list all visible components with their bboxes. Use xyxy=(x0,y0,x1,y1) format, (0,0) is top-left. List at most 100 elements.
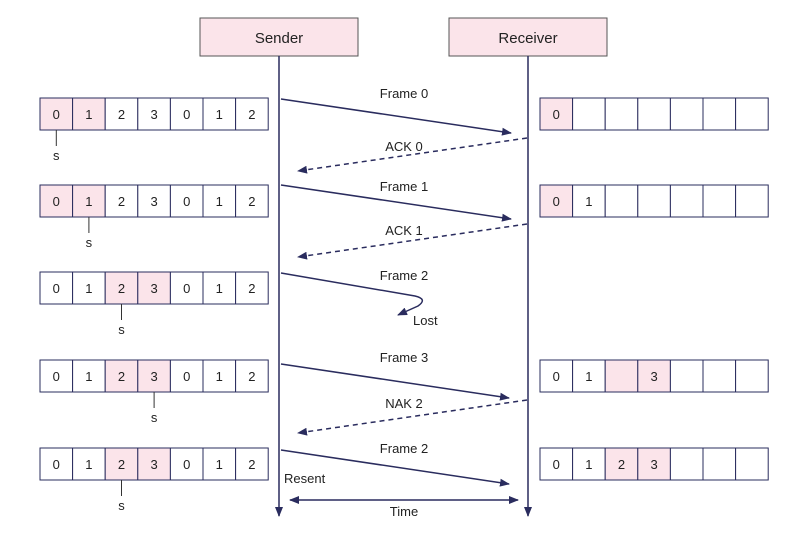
sender-window-cell: 2 xyxy=(104,184,139,218)
sender-window-cell: 0 xyxy=(39,184,74,218)
message-label: Frame 2 xyxy=(380,268,428,283)
s-pointer: s xyxy=(118,480,125,513)
sender-header: Sender xyxy=(199,17,359,57)
sender-cell-label: 3 xyxy=(150,457,157,472)
s-pointer-label: s xyxy=(151,410,158,425)
sender-window-cell: 0 xyxy=(169,184,204,218)
message-label: Frame 0 xyxy=(380,86,428,101)
receiver-window-cell xyxy=(702,97,737,131)
receiver-window-cell xyxy=(604,184,639,218)
sender-cell-label: 1 xyxy=(85,107,92,122)
message-label: ACK 1 xyxy=(385,223,423,238)
sender-cell-label: 3 xyxy=(150,107,157,122)
message-arrow: Frame 2 Resent xyxy=(280,441,510,487)
receiver-window-cell: 0 xyxy=(539,447,574,481)
sender-window-cell: 1 xyxy=(202,359,237,393)
sender-window-cell: 1 xyxy=(72,97,106,131)
receiver-cell-label: 0 xyxy=(553,107,560,122)
s-pointer: s xyxy=(86,217,93,250)
receiver-window-cell xyxy=(669,359,704,393)
sender-window-cell: 0 xyxy=(39,97,74,131)
sender-window-cell: 1 xyxy=(202,447,237,481)
sender-cell-label: 1 xyxy=(85,457,92,472)
sender-cell-label: 1 xyxy=(216,457,223,472)
message-arrow: Frame 3 xyxy=(280,350,510,401)
sender-window-cell: 2 xyxy=(235,97,269,131)
sender-cell-label: 0 xyxy=(53,369,60,384)
receiver-window-cell xyxy=(572,97,606,131)
sender-window-cell: 1 xyxy=(72,271,106,305)
s-pointer-label: s xyxy=(118,498,125,513)
sender-window-cell: 1 xyxy=(72,447,106,481)
sender-window-cell: 1 xyxy=(202,184,237,218)
sender-cell-label: 3 xyxy=(150,194,157,209)
sender-cell-label: 2 xyxy=(118,107,125,122)
receiver-cell-label: 0 xyxy=(553,457,560,472)
sender-window-cell: 3 xyxy=(137,97,171,131)
receiver-window-cell xyxy=(735,359,769,393)
message-label: ACK 0 xyxy=(385,139,423,154)
receiver-window-cell: 1 xyxy=(572,447,606,481)
receiver-cell-label: 3 xyxy=(650,457,657,472)
receiver-window-cell: 0 xyxy=(539,359,574,393)
message-label: NAK 2 xyxy=(385,396,423,411)
receiver-window-cell xyxy=(669,184,704,218)
sender-cell-label: 0 xyxy=(53,194,60,209)
message-label: Frame 1 xyxy=(380,179,428,194)
receiver-window-cell xyxy=(702,447,737,481)
sender-window-cell: 0 xyxy=(169,447,204,481)
message-arrow: NAK 2 xyxy=(297,396,528,436)
receiver-cell-label: 1 xyxy=(585,457,592,472)
sender-window-cell: 3 xyxy=(137,184,171,218)
sender-cell-label: 2 xyxy=(248,194,255,209)
receiver-cell-label: 0 xyxy=(553,369,560,384)
receiver-window-cell: 2 xyxy=(604,447,639,481)
sender-cell-label: 0 xyxy=(183,369,190,384)
sender-cell-label: 3 xyxy=(150,281,157,296)
s-pointer: s xyxy=(118,304,125,337)
receiver-window-cell xyxy=(735,447,769,481)
message-arrow: Frame 0 xyxy=(280,86,512,136)
receiver-cell-label: 0 xyxy=(553,194,560,209)
receiver-window-cell: 1 xyxy=(572,359,606,393)
sender-cell-label: 2 xyxy=(248,369,255,384)
sender-cell-label: 0 xyxy=(183,194,190,209)
sender-cell-label: 1 xyxy=(85,369,92,384)
sender-cell-label: 2 xyxy=(118,369,125,384)
message-label: Frame 3 xyxy=(380,350,428,365)
s-pointer-label: s xyxy=(86,235,93,250)
sender-cell-label: 2 xyxy=(248,107,255,122)
sender-window: 0 1 2 3 0 1 2 s xyxy=(39,359,269,425)
sender-cell-label: 1 xyxy=(216,369,223,384)
receiver-window-cell xyxy=(604,359,639,393)
sender-window-cell: 1 xyxy=(202,271,237,305)
sender-window-cell: 0 xyxy=(169,271,204,305)
s-pointer: s xyxy=(53,130,60,163)
receiver-window-cell xyxy=(735,97,769,131)
message-label: Frame 2 xyxy=(380,441,428,456)
receiver-window-cell xyxy=(604,97,639,131)
sender-window-cell: 0 xyxy=(39,447,74,481)
sender-cell-label: 2 xyxy=(248,281,255,296)
sender-window-cell: 3 xyxy=(137,359,171,393)
resent-note: Resent xyxy=(284,471,326,486)
sender-window-cell: 2 xyxy=(235,447,269,481)
receiver-cell-label: 3 xyxy=(650,369,657,384)
message-arrow: ACK 0 xyxy=(297,137,528,174)
sender-cell-label: 0 xyxy=(183,281,190,296)
sender-cell-label: 1 xyxy=(216,281,223,296)
sender-window-cell: 0 xyxy=(169,97,204,131)
sender-window-cell: 0 xyxy=(39,359,74,393)
receiver-window-cell: 1 xyxy=(572,184,606,218)
receiver-window-cell xyxy=(702,359,737,393)
sender-window-cell: 0 xyxy=(169,359,204,393)
sender-cell-label: 0 xyxy=(183,457,190,472)
sender-cell-label: 3 xyxy=(150,369,157,384)
